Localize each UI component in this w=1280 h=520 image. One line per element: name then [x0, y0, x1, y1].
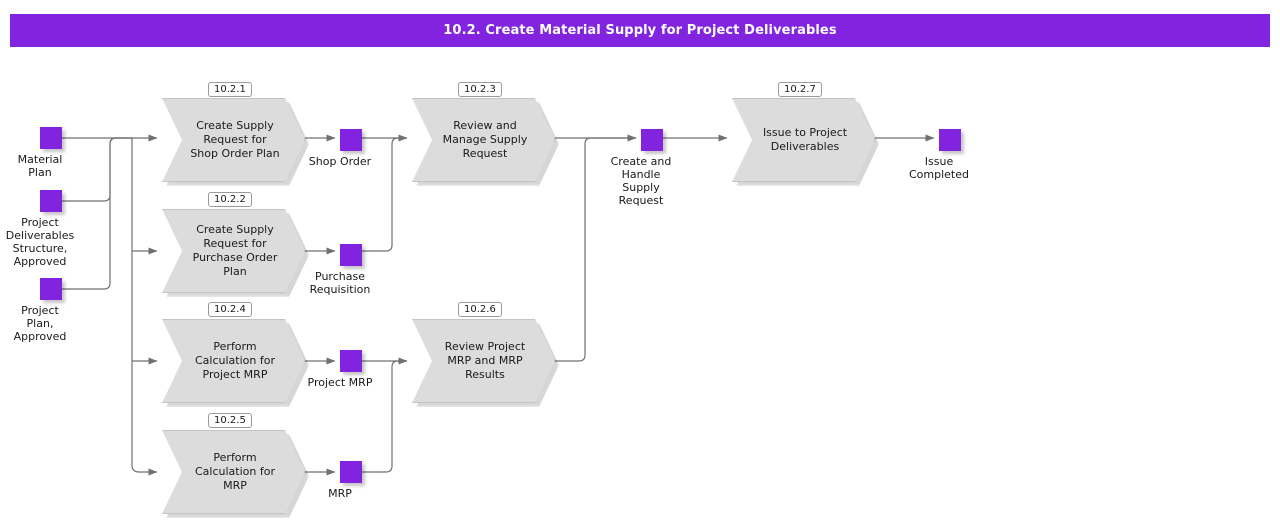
diagram-title-bar: 10.2. Create Material Supply for Project… — [10, 14, 1270, 47]
state-square-icon — [340, 129, 362, 151]
state-label: Project Deliverables Structure, Approved — [5, 216, 75, 268]
state-label: Shop Order — [308, 155, 372, 168]
state-label: Project MRP — [307, 376, 373, 389]
chevron-shape — [162, 98, 305, 182]
state-label: Issue Completed — [909, 155, 969, 181]
process-label: Perform Calculation for Project MRP — [195, 340, 275, 381]
state-square-icon — [340, 461, 362, 483]
process-node-review-and-manage-supply-request[interactable]: Review and Manage Supply Request — [412, 98, 559, 186]
chevron-shape — [412, 319, 555, 403]
chevron-shape — [162, 430, 305, 514]
page-title: 10.2. Create Material Supply for Project… — [443, 23, 837, 38]
step-badge-10-2-4: 10.2.4 — [208, 302, 252, 317]
state-square-icon — [40, 127, 62, 149]
step-badge-10-2-2: 10.2.2 — [208, 192, 252, 207]
process-node-create-supply-request-for-purchase-order-plan[interactable]: Create Supply Request for Purchase Order… — [162, 209, 309, 297]
state-square-icon — [340, 350, 362, 372]
step-badge-10-2-1: 10.2.1 — [208, 82, 252, 97]
state-label: Project Plan, Approved — [13, 304, 67, 343]
chevron-shape — [162, 209, 305, 293]
process-label: Review Project MRP and MRP Results — [444, 340, 526, 381]
state-label: Purchase Requisition — [309, 270, 371, 296]
process-node-create-supply-request-for-shop-order-plan[interactable]: Create Supply Request for Shop Order Pla… — [162, 98, 309, 186]
state-square-icon — [641, 129, 663, 151]
state-label: Create and Handle Supply Request — [610, 155, 672, 207]
process-node-perform-calculation-for-project-mrp[interactable]: Perform Calculation for Project MRP — [162, 319, 309, 407]
process-label: Review and Manage Supply Request — [442, 119, 528, 160]
state-label: MRP — [328, 487, 352, 500]
chevron-shape — [732, 98, 875, 182]
state-square-icon — [40, 190, 62, 212]
process-label: Issue to Project Deliverables — [762, 126, 848, 153]
chevron-shape — [162, 319, 305, 403]
step-badge-10-2-7: 10.2.7 — [778, 82, 822, 97]
state-square-icon — [340, 244, 362, 266]
process-node-perform-calculation-for-mrp[interactable]: Perform Calculation for MRP — [162, 430, 309, 518]
chevron-shape — [412, 98, 555, 182]
step-badge-10-2-5: 10.2.5 — [208, 413, 252, 428]
state-square-icon — [939, 129, 961, 151]
step-badge-10-2-3: 10.2.3 — [458, 82, 502, 97]
state-label: Material Plan — [17, 153, 63, 179]
state-square-icon — [40, 278, 62, 300]
process-node-review-project-mrp-and-mrp-results[interactable]: Review Project MRP and MRP Results — [412, 319, 559, 407]
process-label: Create Supply Request for Purchase Order… — [192, 223, 278, 278]
edge-bus-to-10-2-5 — [131, 464, 158, 476]
step-badge-10-2-6: 10.2.6 — [458, 302, 502, 317]
process-label: Create Supply Request for Shop Order Pla… — [190, 119, 280, 160]
process-label: Perform Calculation for MRP — [195, 451, 275, 492]
process-node-issue-to-project-deliverables[interactable]: Issue to Project Deliverables — [732, 98, 879, 186]
